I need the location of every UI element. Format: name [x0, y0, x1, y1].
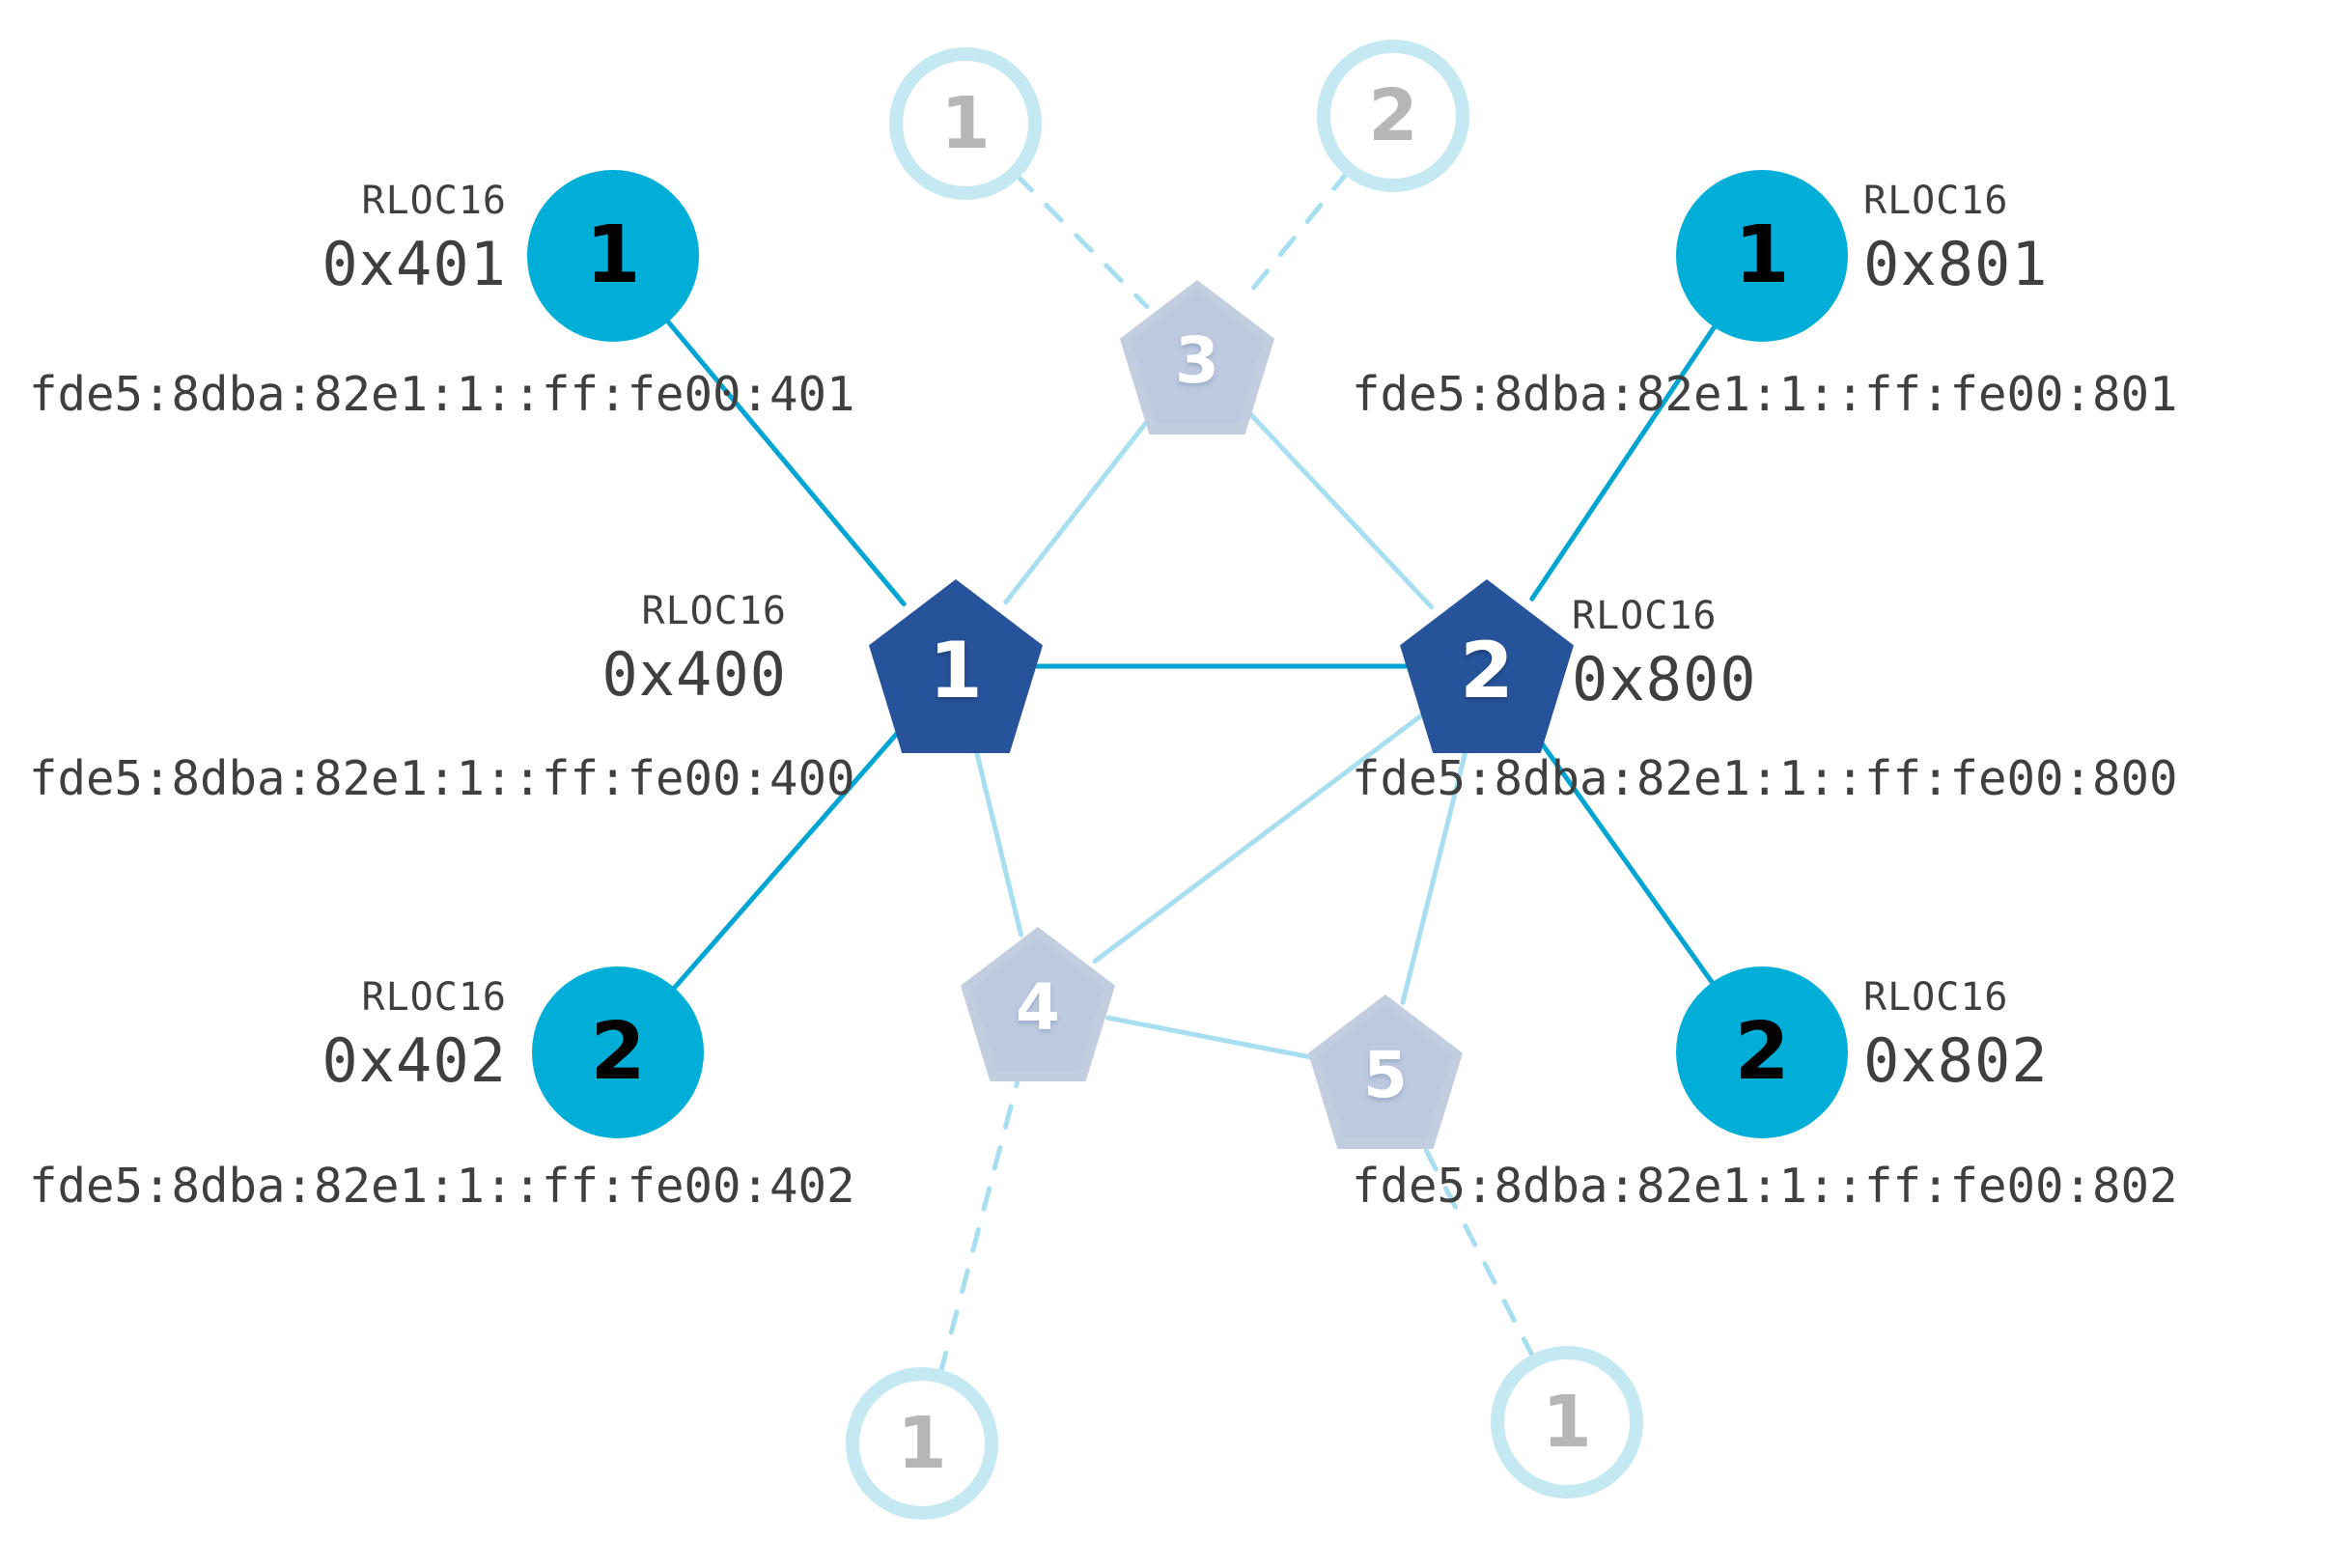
- router-node-router-5[interactable]: 5: [1308, 994, 1463, 1149]
- rloc-label-lbl-802: RLOC16 0x802: [1863, 975, 2049, 1096]
- circle-icon: [532, 966, 704, 1138]
- node-number: 2: [1368, 74, 1418, 157]
- link-router-1-to-router-3: [1003, 410, 1156, 605]
- link-router-2-to-router-3: [1244, 406, 1435, 610]
- ipv6-address-lbl-800: fde5:8dba:82e1:1::ff:fe00:800: [1352, 751, 2178, 806]
- rloc-value: 0x801: [1863, 229, 2049, 299]
- rloc-caption: RLOC16: [361, 179, 507, 223]
- circle-icon: [1676, 170, 1848, 342]
- node-number: 2: [1460, 626, 1514, 715]
- rloc-caption: RLOC16: [1863, 179, 2009, 223]
- node-number: 1: [585, 210, 641, 301]
- child-node-child-faded-bottom-2[interactable]: 1: [1491, 1346, 1643, 1498]
- router-node-router-2[interactable]: 2: [1400, 579, 1574, 753]
- rloc-caption: RLOC16: [361, 975, 507, 1020]
- rloc-label-lbl-402: RLOC16 0x402: [0, 975, 507, 1096]
- link-child-801-to-router-2: [1529, 322, 1719, 602]
- node-number: 1: [1734, 210, 1790, 301]
- rloc-label-lbl-400: RLOC16 0x400: [0, 589, 787, 710]
- ipv6-address-lbl-801: fde5:8dba:82e1:1::ff:fe00:801: [1352, 367, 2178, 422]
- node-number: 5: [1363, 1038, 1408, 1112]
- circle-icon: [1676, 966, 1848, 1138]
- ipv6-address-lbl-802: fde5:8dba:82e1:1::ff:fe00:802: [1352, 1159, 2178, 1214]
- rloc-label-lbl-401: RLOC16 0x401: [0, 179, 507, 299]
- node-number: 3: [1175, 323, 1219, 398]
- router-node-router-3[interactable]: 3: [1120, 280, 1274, 434]
- node-number: 1: [929, 626, 983, 715]
- child-node-child-faded-top-2[interactable]: 2: [1317, 40, 1469, 192]
- rloc-value: 0x800: [1572, 644, 1757, 714]
- ipv6-address-lbl-402: fde5:8dba:82e1:1::ff:fe00:402: [29, 1159, 855, 1214]
- ipv6-address-lbl-401: fde5:8dba:82e1:1::ff:fe00:401: [29, 367, 855, 422]
- link-child-802-to-router-2: [1531, 729, 1718, 989]
- router-node-router-1[interactable]: 1: [869, 579, 1043, 753]
- rloc-value: 0x802: [1863, 1025, 2049, 1096]
- child-node-child-401[interactable]: 1: [527, 170, 699, 342]
- rloc-caption: RLOC16: [641, 589, 787, 633]
- link-child-402-to-router-1: [669, 724, 906, 994]
- rloc-label-lbl-801: RLOC16 0x801: [1863, 179, 2049, 299]
- rloc-caption: RLOC16: [1863, 975, 2009, 1020]
- ipv6-address-lbl-400: fde5:8dba:82e1:1::ff:fe00:400: [29, 751, 855, 806]
- link-router-2-to-router-4: [1092, 713, 1425, 964]
- rloc-caption: RLOC16: [1572, 594, 1718, 638]
- link-router-1-to-router-4: [972, 742, 1024, 938]
- link-child-faded-bottom-1-to-router-4: [937, 1071, 1022, 1376]
- child-node-child-802[interactable]: 2: [1676, 966, 1848, 1138]
- router-node-router-4[interactable]: 4: [961, 927, 1115, 1081]
- node-number: 1: [1542, 1381, 1592, 1464]
- child-node-child-402[interactable]: 2: [532, 966, 704, 1138]
- rloc-value: 0x400: [601, 639, 787, 710]
- link-child-faded-bottom-2-to-router-5: [1415, 1133, 1537, 1360]
- rloc-value: 0x402: [321, 1025, 507, 1096]
- node-number: 1: [940, 82, 991, 165]
- child-node-child-faded-bottom-1[interactable]: 1: [846, 1367, 998, 1520]
- rloc-value: 0x401: [321, 229, 507, 299]
- rloc-label-lbl-800: RLOC16 0x800: [1572, 594, 1757, 714]
- circle-icon: [527, 170, 699, 342]
- node-number: 1: [897, 1402, 947, 1485]
- link-router-2-to-router-5: [1400, 742, 1470, 1005]
- node-number: 2: [590, 1006, 646, 1098]
- node-number: 4: [1016, 970, 1060, 1045]
- child-node-child-faded-top-1[interactable]: 1: [889, 47, 1042, 200]
- link-child-401-to-router-1: [662, 316, 907, 607]
- link-child-faded-top-1-to-router-3: [1014, 172, 1150, 309]
- child-node-child-801[interactable]: 1: [1676, 170, 1848, 342]
- node-number: 2: [1734, 1006, 1790, 1098]
- link-child-faded-top-2-to-router-3: [1240, 169, 1351, 305]
- link-router-4-to-router-5: [1105, 1015, 1318, 1061]
